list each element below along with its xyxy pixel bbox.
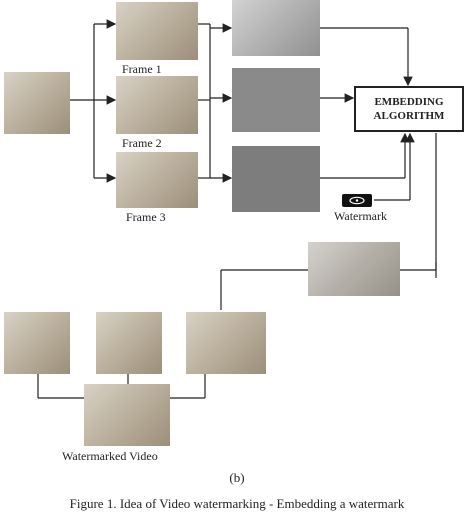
watermark-label: Watermark [334, 209, 388, 223]
watermarked-video-label: Watermarked Video [62, 449, 158, 463]
output-frame-2-image [96, 312, 162, 374]
figure-caption: Figure 1. Idea of Video watermarking - E… [69, 496, 405, 511]
residual-subband-image [232, 146, 320, 212]
frame-3-image [116, 152, 198, 208]
embedding-algorithm-box: EMBEDDING ALGORITHM [354, 86, 464, 132]
frame-1-label: Frame 1 [122, 62, 162, 76]
output-frame-1-image [4, 312, 70, 374]
output-frame-3-image [186, 312, 266, 374]
frame-1-image [116, 2, 198, 60]
watermarked-frame-image [308, 242, 400, 296]
frame-2-image [116, 76, 198, 134]
input-video-frame [4, 72, 70, 134]
detail-subband-image [232, 68, 320, 132]
subfigure-label: (b) [229, 470, 245, 485]
watermarked-video-image [84, 384, 170, 446]
watermark-logo-icon [342, 194, 372, 207]
frame-2-label: Frame 2 [122, 136, 162, 150]
algorithm-label: ALGORITHM [373, 110, 445, 122]
approximation-subband-image [232, 0, 320, 56]
embedding-label: EMBEDDING [374, 96, 444, 108]
frame-3-label: Frame 3 [126, 210, 166, 224]
